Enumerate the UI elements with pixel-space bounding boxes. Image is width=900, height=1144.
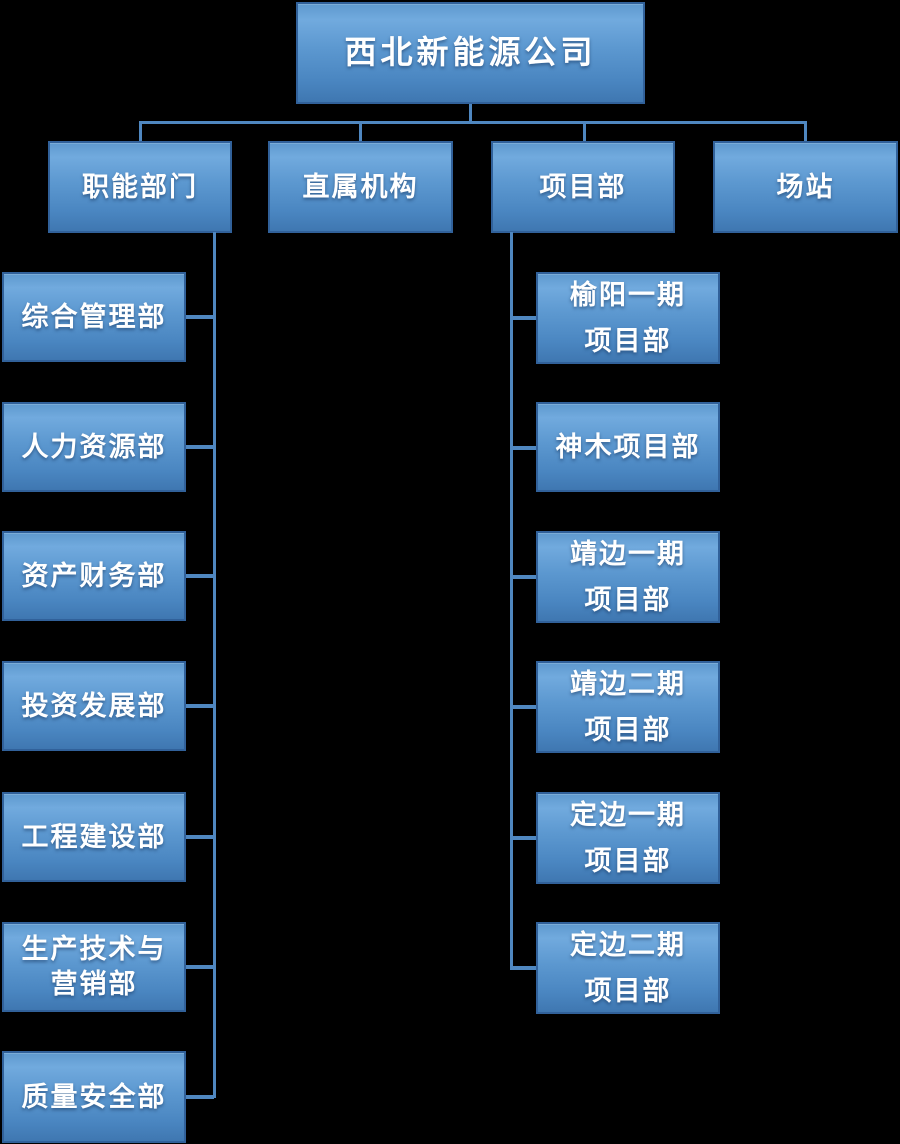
connector-functional-7 [186,1095,214,1099]
org-node-dept-human-resources: 人力资源部 [2,402,186,492]
dept-label: 工程建设部 [21,821,167,852]
connector-drop-branch-1 [139,123,142,141]
project-label: 神木项目部 [555,431,701,462]
connector-project-2 [511,446,536,450]
org-node-dept-production-tech-marketing: 生产技术与 营销部 [2,922,186,1012]
org-node-project-dingbian-phase1: 定边一期 项目部 [536,792,720,884]
org-node-branch-functional: 职能部门 [48,141,232,233]
org-node-project-dingbian-phase2: 定边二期 项目部 [536,922,720,1014]
org-node-dept-assets-finance: 资产财务部 [2,531,186,621]
connector-project-3 [511,575,536,579]
connector-project-1 [511,316,536,320]
project-label: 靖边一期 项目部 [570,538,686,615]
connector-functional-5 [186,835,214,839]
org-node-dept-quality-safety: 质量安全部 [2,1051,186,1143]
project-label: 靖边二期 项目部 [570,668,686,745]
connector-functional-3 [186,574,214,578]
connector-trunk-functional [213,232,216,1098]
dept-label: 综合管理部 [21,301,167,332]
org-node-project-shenmu: 神木项目部 [536,402,720,492]
connector-project-5 [511,836,536,840]
org-node-branch-project: 项目部 [491,141,675,233]
connector-drop-branch-4 [804,123,807,141]
org-node-dept-engineering-construction: 工程建设部 [2,792,186,882]
connector-functional-6 [186,965,214,969]
project-label: 榆阳一期 项目部 [570,279,686,356]
connector-drop-branch-3 [583,123,586,141]
org-node-branch-station-label: 场站 [776,171,835,202]
org-node-project-jingbian-phase1: 靖边一期 项目部 [536,531,720,623]
org-node-project-yuyang-phase1: 榆阳一期 项目部 [536,272,720,364]
connector-trunk-project [510,232,513,970]
dept-label: 资产财务部 [21,560,167,591]
org-node-branch-functional-label: 职能部门 [82,171,198,202]
dept-label: 质量安全部 [21,1081,167,1112]
dept-label: 人力资源部 [21,431,167,462]
connector-functional-2 [186,445,214,449]
org-node-project-jingbian-phase2: 靖边二期 项目部 [536,661,720,753]
org-node-root: 西北新能源公司 [296,2,645,104]
project-label: 定边一期 项目部 [570,799,686,876]
connector-branch-hline [139,121,807,124]
connector-project-4 [511,705,536,709]
connector-drop-branch-2 [359,123,362,141]
org-node-dept-general-management: 综合管理部 [2,272,186,362]
connector-project-6 [511,966,536,970]
org-node-dept-investment-development: 投资发展部 [2,661,186,751]
org-node-branch-direct: 直属机构 [268,141,453,233]
org-node-root-label: 西北新能源公司 [344,34,597,71]
connector-functional-4 [186,704,214,708]
project-label: 定边二期 项目部 [570,929,686,1006]
org-node-branch-project-label: 项目部 [539,171,627,202]
org-node-branch-direct-label: 直属机构 [302,171,419,202]
dept-label: 生产技术与 营销部 [21,934,167,999]
dept-label: 投资发展部 [21,690,167,721]
connector-functional-1 [186,315,214,319]
connector-root-stub [469,104,472,122]
org-node-branch-station: 场站 [713,141,898,233]
